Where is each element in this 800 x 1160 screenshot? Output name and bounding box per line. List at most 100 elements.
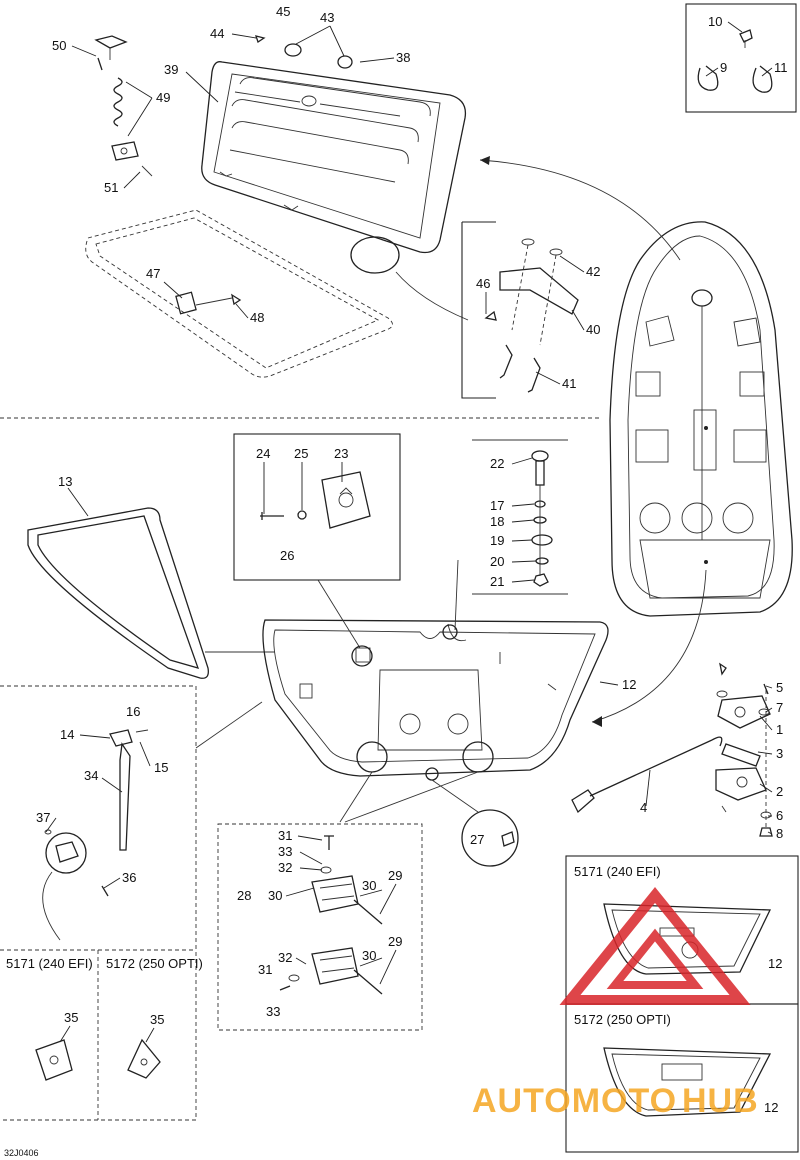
part-label-46: 46 <box>476 276 490 291</box>
watermark-brand-right: HUB <box>682 1082 759 1120</box>
part-label-29: 29 <box>388 868 402 883</box>
hinge-leaders <box>339 771 479 823</box>
diagram-code: 32J0406 <box>4 1148 39 1158</box>
label-leaders <box>45 21 773 1043</box>
part-label-49: 49 <box>156 90 170 105</box>
part-label-24: 24 <box>256 446 270 461</box>
part-label-35-opti: 35 <box>150 1012 164 1027</box>
part-label-28: 28 <box>237 888 251 903</box>
seat-spring-assembly <box>94 35 153 177</box>
part-label-1: 1 <box>776 722 783 737</box>
part-label-30: 30 <box>362 878 376 893</box>
gasket-13 <box>27 507 209 679</box>
part-label-41: 41 <box>562 376 576 391</box>
cable-4 <box>571 736 723 814</box>
part-label-51: 51 <box>104 180 118 195</box>
part-label-28-target: 30 <box>268 888 282 903</box>
stack-bracket <box>472 439 568 595</box>
hull-overview <box>609 221 793 617</box>
detail-bracket <box>461 221 496 399</box>
part-label-44: 44 <box>210 26 224 41</box>
part-label-16: 16 <box>126 704 140 719</box>
bracket-35-efi <box>35 1039 73 1081</box>
variant-efi-caption-right: 5171 (240 EFI) <box>574 864 661 879</box>
seat-lid-assembly <box>85 61 467 378</box>
part-label-18: 18 <box>490 514 504 529</box>
part-label-26: 26 <box>280 548 294 563</box>
part-label-20: 20 <box>490 554 504 569</box>
detail-box-23-26 <box>233 433 401 581</box>
part-label-47: 47 <box>146 266 160 281</box>
prop-rod-leader <box>195 701 263 749</box>
part-label-7: 7 <box>776 700 783 715</box>
clip-detail-box <box>685 3 797 113</box>
part-label-2: 2 <box>776 784 783 799</box>
part-label-12-opti: 12 <box>764 1100 778 1115</box>
part-label-22: 22 <box>490 456 504 471</box>
leader-23-box <box>317 579 361 649</box>
bracket-assembly-40 <box>484 238 579 393</box>
seat-hardware-43-45 <box>255 35 353 69</box>
part-label-30-lower: 30 <box>362 948 376 963</box>
panel-12-opti <box>603 1047 772 1117</box>
access-panel-12 <box>262 619 609 777</box>
callout-23-panel <box>351 645 373 667</box>
latch-assembly <box>715 662 773 837</box>
part-label-19: 19 <box>490 533 504 548</box>
hinge-callout-right <box>462 741 494 773</box>
hinge-callout-left <box>356 741 388 773</box>
part-label-31: 31 <box>278 828 292 843</box>
part-label-27: 27 <box>470 832 484 847</box>
part-label-25: 25 <box>294 446 308 461</box>
part-label-9: 9 <box>720 60 727 75</box>
part-label-39: 39 <box>164 62 178 77</box>
part-label-23: 23 <box>334 446 348 461</box>
part-label-48: 48 <box>250 310 264 325</box>
automotohub-watermark: AUTOMOTO HUB <box>472 887 759 1120</box>
nut-callout-27 <box>461 809 519 867</box>
part-label-36: 36 <box>122 870 136 885</box>
part-label-3: 3 <box>776 746 783 761</box>
part-label-33: 33 <box>278 844 292 859</box>
hinge-lower <box>279 947 383 995</box>
part-label-43: 43 <box>320 10 334 25</box>
plate-23 <box>260 471 371 529</box>
part-label-35-efi: 35 <box>64 1010 78 1025</box>
part-labels: 50 49 51 44 45 43 39 38 10 9 11 47 48 42… <box>4 4 788 1158</box>
part-label-6: 6 <box>776 808 783 823</box>
part-label-13: 13 <box>58 474 72 489</box>
part-label-32-lower: 32 <box>278 950 292 965</box>
part-label-45: 45 <box>276 4 290 19</box>
part-label-37: 37 <box>36 810 50 825</box>
part-label-33-lower: 33 <box>266 1004 280 1019</box>
variant-efi-caption-left-1: 5171 (240 EFI) <box>6 956 93 971</box>
screw-stack-17-22 <box>531 450 553 587</box>
part-label-32: 32 <box>278 860 292 875</box>
variant-opti-caption-right: 5172 (250 OPTI) <box>574 1012 671 1027</box>
hinge-detail-box <box>217 823 423 1031</box>
part-label-5: 5 <box>776 680 783 695</box>
part-label-17: 17 <box>490 498 504 513</box>
arrow-to-panel <box>591 569 707 723</box>
part-label-34: 34 <box>84 768 98 783</box>
prop-rod-box <box>0 685 197 1121</box>
leader-stack <box>454 559 459 631</box>
part-label-40: 40 <box>586 322 600 337</box>
prop-rod-34 <box>42 729 149 941</box>
part-label-11: 11 <box>774 60 788 75</box>
part-label-4: 4 <box>640 800 647 815</box>
watermark-brand-left: AUTOMOTO <box>472 1082 677 1120</box>
part-label-38: 38 <box>396 50 410 65</box>
bracket-35-opti <box>127 1038 161 1079</box>
part-label-14: 14 <box>60 727 74 742</box>
clip-items-9-11 <box>697 29 773 93</box>
arrow-to-lid <box>479 159 681 261</box>
part-label-12: 12 <box>622 677 636 692</box>
detail-callout-circle <box>350 236 400 274</box>
variant-opti-caption-left: 5172 (250 OPTI) <box>106 956 203 971</box>
part-label-12-efi: 12 <box>768 956 782 971</box>
part-label-15: 15 <box>154 760 168 775</box>
part-label-42: 42 <box>586 264 600 279</box>
part-label-29-lower: 29 <box>388 934 402 949</box>
